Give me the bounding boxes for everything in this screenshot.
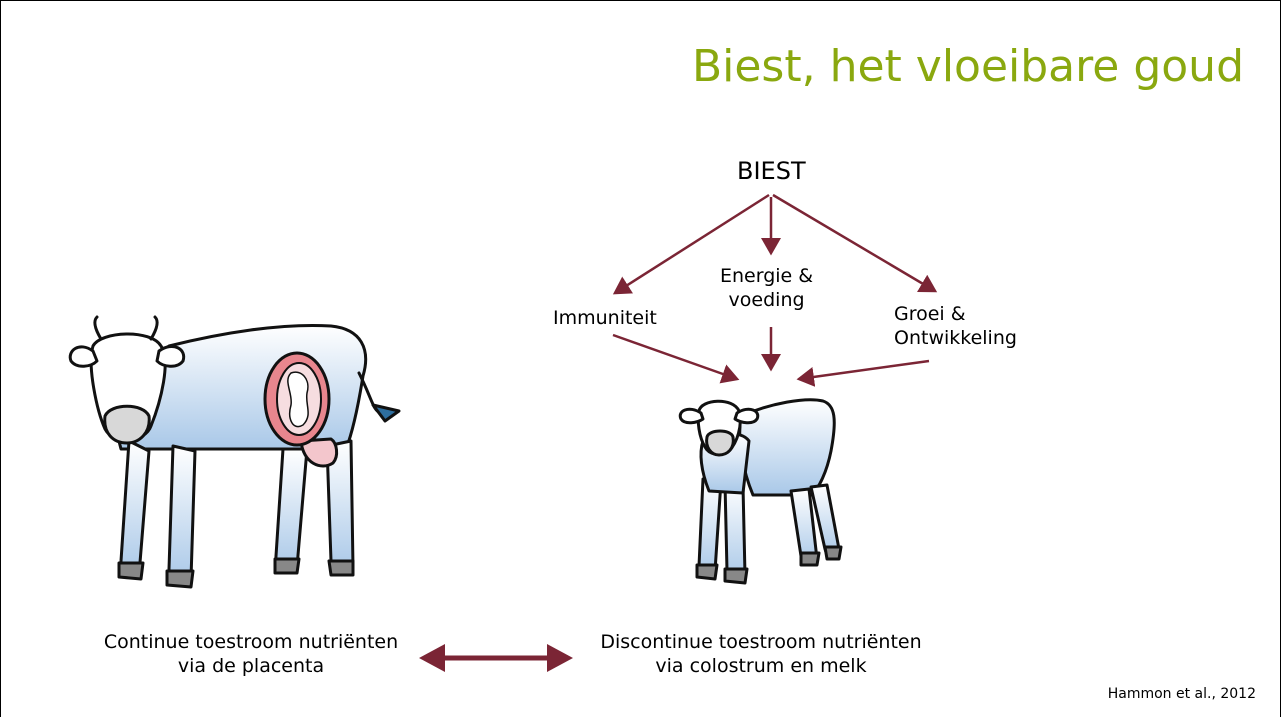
arrow-immuniteit-to-calf [613,335,737,379]
left-caption-line2: via de placenta [81,654,421,678]
right-caption-line2: via colostrum en melk [581,654,941,678]
factor-groei-line2: Ontwikkeling [894,326,1017,350]
factor-groei-ontwikkeling: Groei & Ontwikkeling [894,302,1017,350]
factor-immuniteit: Immuniteit [553,306,657,330]
left-caption-line1: Continue toestroom nutriënten [81,630,421,654]
factor-energie-line1: Energie & [720,264,813,288]
factor-groei-line1: Groei & [894,302,1017,326]
biest-node: BIEST [737,159,806,183]
arrow-groei-to-calf [799,361,929,379]
pregnant-cow-illustration [70,317,399,587]
factor-immuniteit-line1: Immuniteit [553,307,657,329]
calf-illustration [680,400,841,583]
factor-energie-voeding: Energie & voeding [720,264,813,312]
citation: Hammon et al., 2012 [1108,686,1256,702]
right-caption-line1: Discontinue toestroom nutriënten [581,630,941,654]
factor-energie-line2: voeding [720,288,813,312]
right-caption: Discontinue toestroom nutriënten via col… [581,630,941,678]
left-caption: Continue toestroom nutriënten via de pla… [81,630,421,678]
double-arrow [419,644,573,672]
